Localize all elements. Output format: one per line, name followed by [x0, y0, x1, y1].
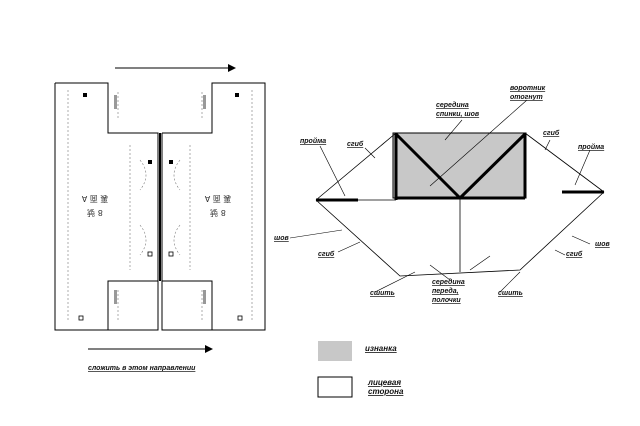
diagram-outline: [315, 132, 605, 277]
pattern-marks: [78, 93, 243, 321]
pattern-text-right-2: 裏 面 A: [204, 194, 231, 204]
label-collar-1: воротник: [510, 85, 546, 92]
legend-label-face-1: лицевая: [367, 378, 401, 387]
collar-inside-area: [392, 132, 527, 199]
label-fold-top-right: сгиб: [543, 129, 560, 137]
label-sew-left: сшить: [370, 290, 395, 297]
diagram-labels: воротник отогнут середина спинки, шов пр…: [274, 85, 611, 304]
label-collar-2: отогнут: [510, 94, 543, 101]
label-armhole-left: пройма: [300, 137, 326, 145]
pattern-piece-right: [161, 82, 266, 331]
bottom-fold-arrow: [88, 345, 213, 353]
label-sew-right: сшить: [498, 290, 523, 297]
top-fold-arrow: [115, 64, 236, 72]
label-front-center-3: полочки: [432, 297, 461, 304]
leader-lines: [289, 99, 591, 293]
legend-swatch-inside: [318, 341, 352, 361]
label-fold-bottom-left: сгиб: [318, 250, 335, 258]
folding-diagram: воротник отогнут середина спинки, шов пр…: [274, 85, 611, 304]
label-armhole-right: пройма: [578, 143, 604, 151]
pattern-text-left-2: 裏 面 A: [81, 194, 108, 204]
legend-swatch-face: [317, 376, 353, 398]
label-back-center-1: середина: [436, 101, 469, 109]
legend-label-inside: изнанка: [365, 344, 397, 353]
label-back-center-2: спинки, шов: [436, 111, 480, 118]
pattern-piece-left: [54, 82, 159, 331]
pattern-text-left-1: 8 號: [87, 208, 103, 218]
pattern-text-right: 8 號 裏 面 A: [204, 194, 231, 218]
label-front-center-1: середина: [432, 278, 465, 286]
dashed-guides: [67, 90, 253, 320]
pattern-layout: 8 號 裏 面 A 8 號 裏 面 A сложить в этом напра…: [54, 64, 266, 372]
pattern-text-right-1: 8 號: [210, 208, 226, 218]
fold-instruction: сложить в этом направлении: [88, 365, 196, 372]
legend: изнанка лицевая сторона: [317, 341, 404, 398]
label-fold-bottom-right: сгиб: [566, 250, 583, 258]
label-front-center-2: переда,: [432, 287, 459, 295]
pattern-text-left: 8 號 裏 面 A: [81, 194, 108, 218]
label-seam-right: шов: [595, 241, 611, 248]
label-fold-top-left: сгиб: [347, 140, 364, 148]
legend-label-face-2: сторона: [368, 387, 404, 396]
label-seam-left: шов: [274, 235, 290, 242]
